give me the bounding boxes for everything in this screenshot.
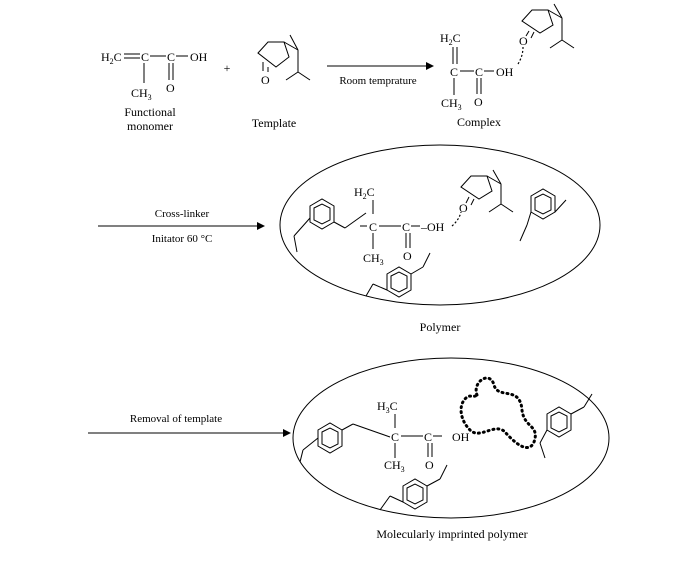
svg-text:H3C: H3C	[377, 399, 398, 415]
mip-structure: H3C C CH3 C O OH	[299, 376, 593, 511]
svg-text:H2C: H2C	[354, 185, 375, 201]
svg-text:CH3: CH3	[441, 96, 462, 112]
polymerization-arrow	[98, 222, 265, 230]
polymer-label: Polymer	[420, 320, 461, 334]
imprinted-cavity	[459, 376, 537, 449]
svg-text:OH: OH	[496, 65, 514, 79]
svg-text:C: C	[141, 50, 149, 64]
svg-text:C: C	[369, 220, 377, 234]
svg-text:C: C	[424, 430, 432, 444]
template-removal-arrow	[88, 429, 291, 437]
svg-text:C: C	[475, 65, 483, 79]
svg-text:C: C	[402, 220, 410, 234]
svg-text:CH3: CH3	[131, 86, 152, 102]
svg-text:C: C	[167, 50, 175, 64]
svg-text:–OH: –OH	[420, 220, 445, 234]
template-structure: O	[257, 34, 311, 87]
svg-text:H2C: H2C	[440, 31, 461, 47]
removal-label: Removal of template	[130, 413, 222, 425]
svg-text:C: C	[391, 430, 399, 444]
mip-label: Molecularly imprinted polymer	[376, 527, 527, 541]
initiator-label: Initator 60 °C	[152, 233, 213, 245]
complex-label: Complex	[457, 115, 501, 129]
svg-text:CH3: CH3	[384, 458, 405, 474]
svg-text:OH: OH	[452, 430, 470, 444]
functional-monomer-label-line1: Functional	[124, 105, 176, 119]
svg-text:O: O	[519, 34, 528, 48]
svg-text:O: O	[459, 201, 468, 215]
svg-text:O: O	[166, 81, 175, 95]
room-temperature-label: Room temprature	[339, 75, 416, 87]
complex-structure: H2C C C OH CH3 O O	[440, 3, 575, 112]
mip-matrix-ellipse	[292, 357, 610, 519]
template-label: Template	[252, 116, 296, 130]
functional-monomer-label-line2: monomer	[127, 119, 173, 133]
svg-text:O: O	[425, 458, 434, 472]
plus-sign: +	[224, 61, 231, 75]
polymer-matrix-ellipse	[279, 144, 601, 306]
polymer-structure: H2C C CH3 C O –OH O	[293, 169, 567, 298]
cross-linker-label: Cross-linker	[155, 208, 210, 220]
functional-monomer-structure: H2C C C OH CH3 O	[101, 50, 208, 102]
room-temperature-arrow	[327, 62, 434, 70]
svg-text:H2C: H2C	[101, 50, 122, 66]
svg-text:O: O	[474, 95, 483, 109]
svg-text:C: C	[450, 65, 458, 79]
svg-text:OH: OH	[190, 50, 208, 64]
svg-text:O: O	[261, 73, 270, 87]
svg-text:O: O	[403, 249, 412, 263]
svg-text:CH3: CH3	[363, 251, 384, 267]
